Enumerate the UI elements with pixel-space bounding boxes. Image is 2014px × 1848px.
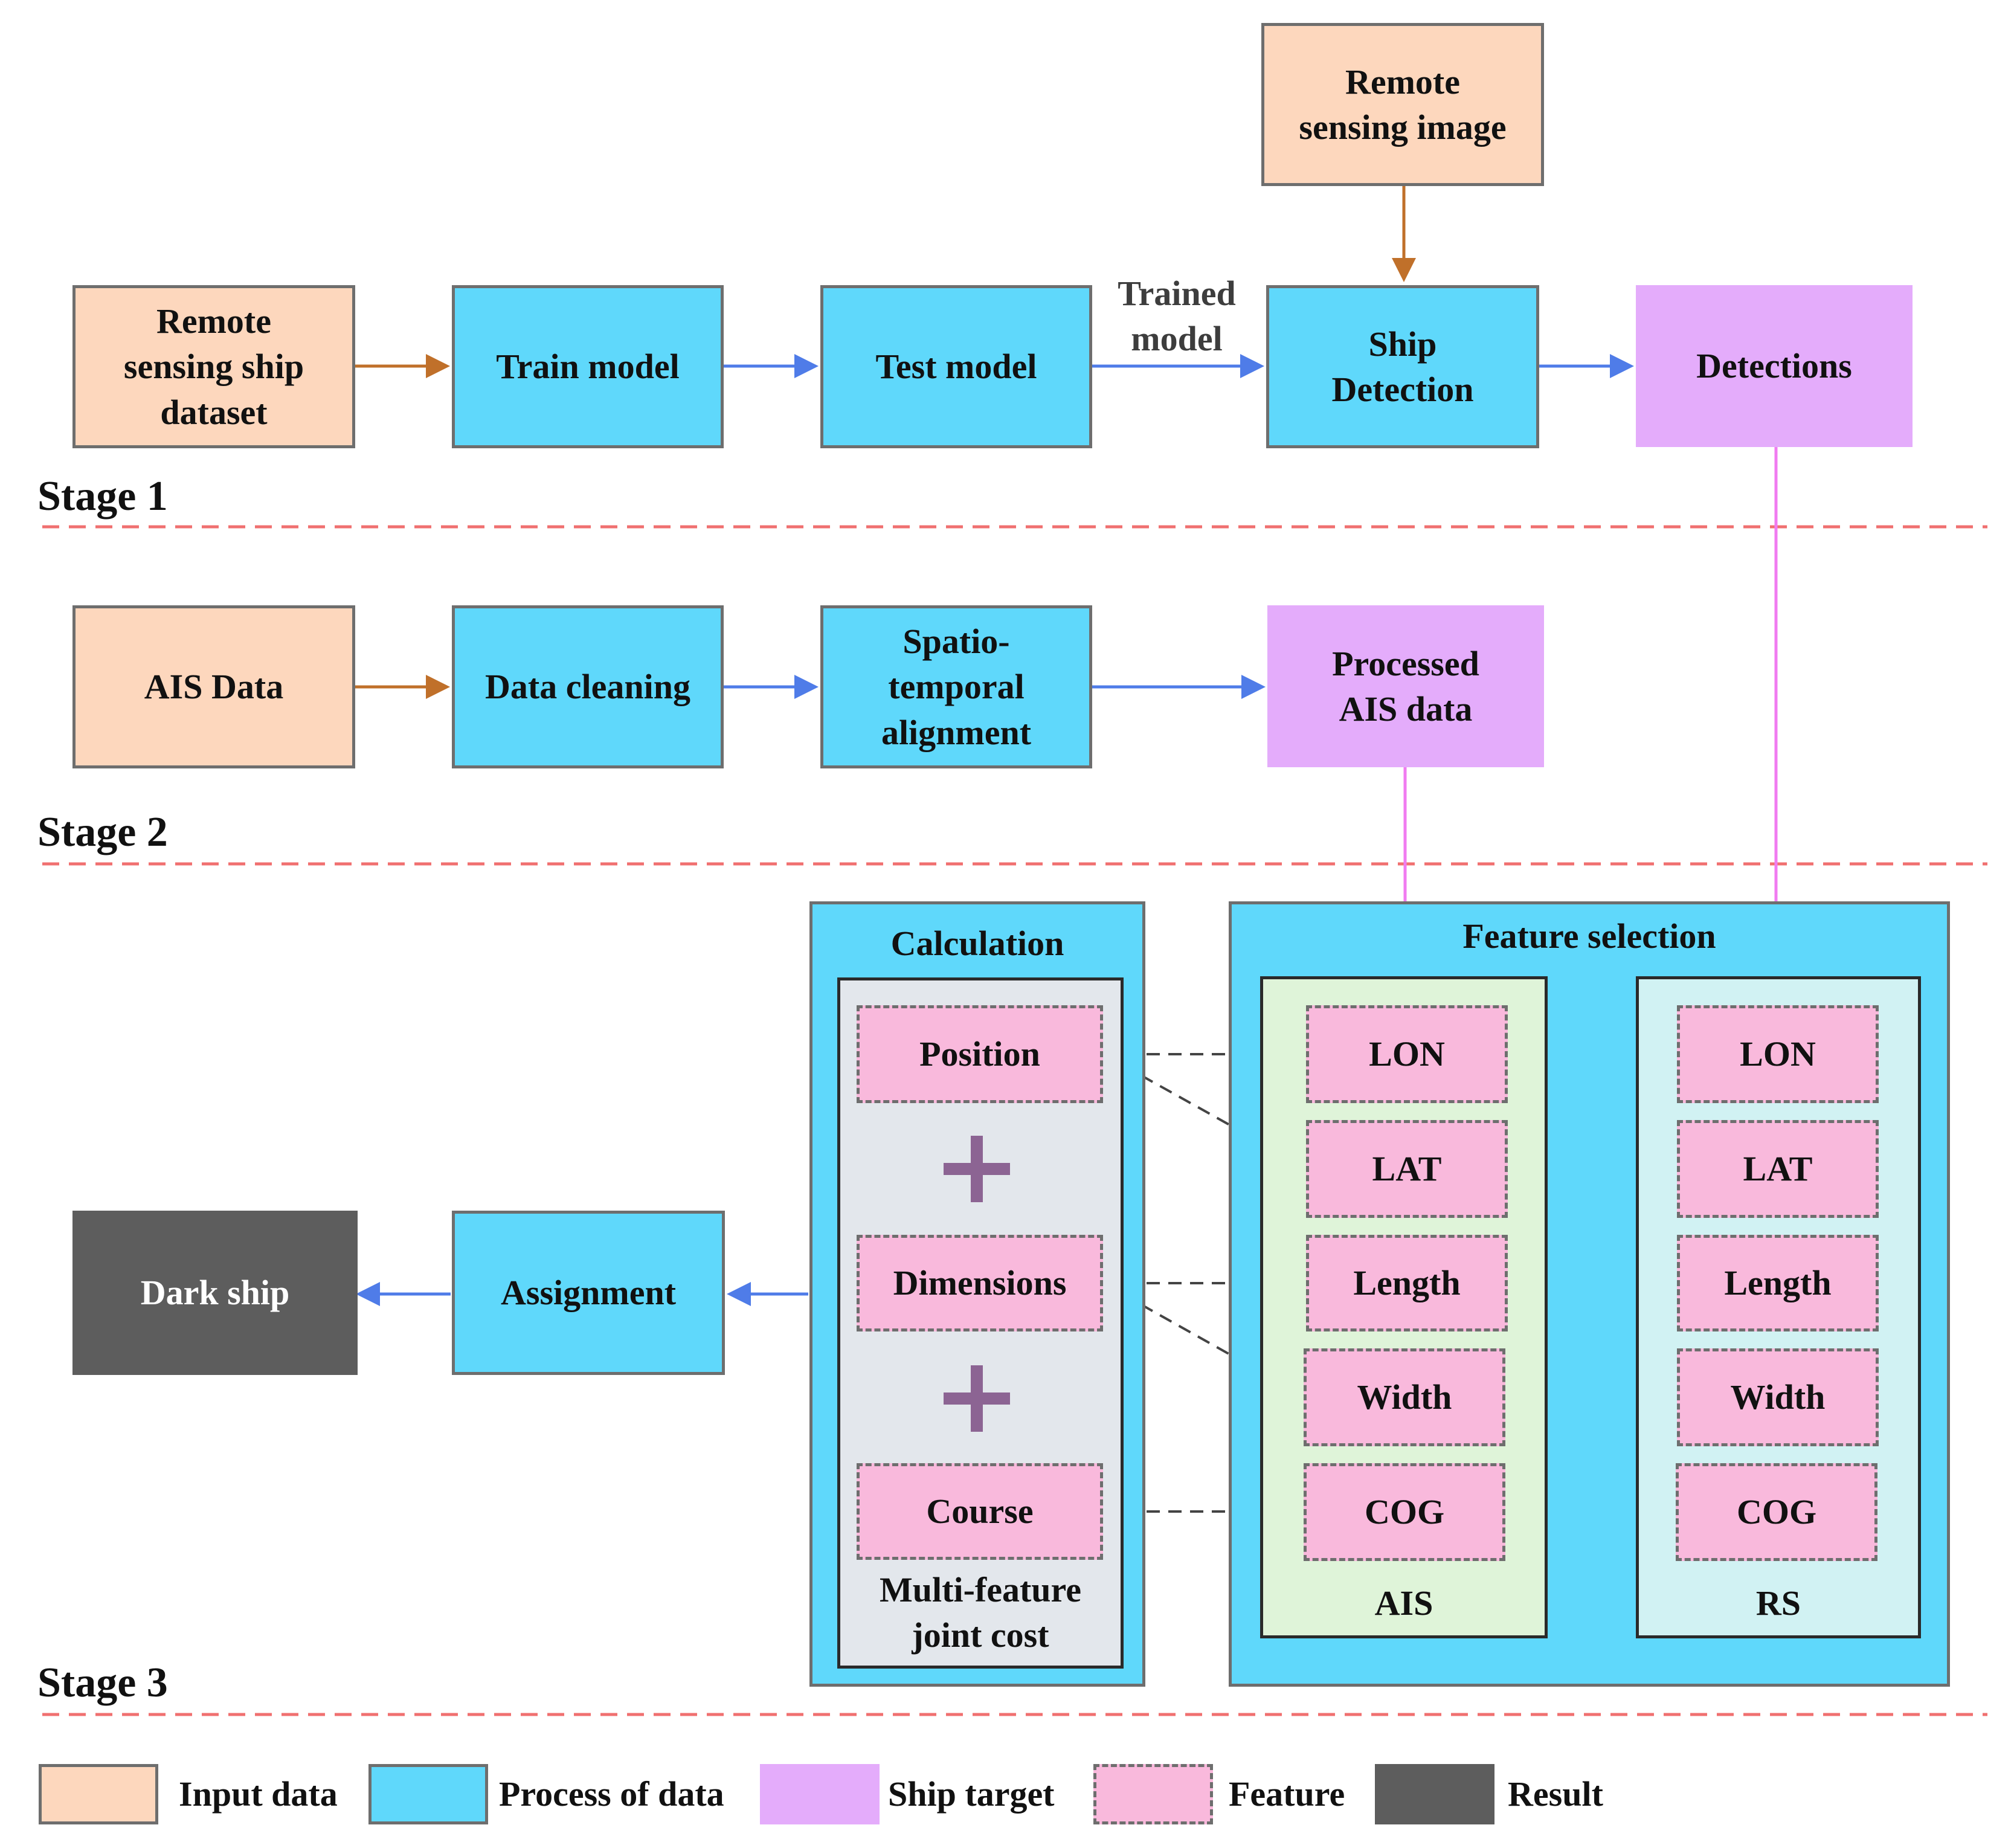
remote-sensing-image-box: Remote sensing image	[1261, 23, 1544, 186]
link-dimensions-width	[1102, 1282, 1307, 1399]
stage3-label: Stage 3	[37, 1660, 168, 1706]
detections-box: Detections	[1636, 285, 1913, 447]
ais-width-box: Width	[1304, 1348, 1505, 1446]
legend-label-process: Process of data	[499, 1774, 724, 1814]
plus-icon	[944, 1136, 1010, 1202]
ship-detection-box: Ship Detection	[1266, 285, 1539, 448]
legend-label-feature: Feature	[1229, 1774, 1345, 1814]
legend-swatch-result	[1375, 1764, 1494, 1824]
rs-cog-box: COG	[1676, 1463, 1877, 1561]
ais-lat-box: LAT	[1306, 1120, 1508, 1218]
joint-cost-caption: Multi-feature joint cost	[880, 1570, 1081, 1655]
feature-selection-title: Feature selection	[1462, 916, 1716, 956]
rs-length-box: Length	[1677, 1235, 1879, 1331]
rs-caption: RS	[1755, 1583, 1801, 1623]
remote-sensing-dataset-box: Remote sensing ship dataset	[72, 285, 355, 448]
ais-length-box: Length	[1306, 1235, 1508, 1331]
rs-lat-box: LAT	[1677, 1120, 1879, 1218]
assignment-box: Assignment	[452, 1211, 725, 1375]
ais-cog-box: COG	[1304, 1463, 1505, 1561]
cost-course-box: Course	[857, 1463, 1103, 1560]
plus-icon	[944, 1365, 1010, 1432]
data-cleaning-box: Data cleaning	[452, 605, 724, 768]
calculation-title: Calculation	[890, 924, 1064, 963]
legend-swatch-process	[368, 1764, 488, 1824]
rs-lon-box: LON	[1677, 1005, 1879, 1103]
stage2-label: Stage 2	[37, 809, 168, 855]
ais-data-box: AIS Data	[72, 605, 355, 768]
test-model-box: Test model	[820, 285, 1092, 448]
stage1-label: Stage 1	[37, 473, 168, 520]
cost-position-box: Position	[857, 1005, 1103, 1103]
spatio-temporal-alignment-box: Spatio- temporal alignment	[820, 605, 1092, 768]
ais-caption: AIS	[1374, 1583, 1433, 1623]
train-model-box: Train model	[452, 285, 724, 448]
rs-width-box: Width	[1677, 1348, 1879, 1446]
ais-lon-box: LON	[1306, 1005, 1508, 1103]
processed-ais-box: Processed AIS data	[1267, 605, 1544, 767]
cost-dimensions-box: Dimensions	[857, 1235, 1103, 1331]
legend-label-result: Result	[1508, 1774, 1603, 1814]
legend-swatch-target	[760, 1764, 880, 1824]
legend-swatch-feature	[1093, 1764, 1213, 1824]
legend-swatch-input	[39, 1764, 158, 1824]
legend-label-input: Input data	[179, 1774, 338, 1814]
trained-model-label: Trained model	[1118, 274, 1236, 359]
dark-ship-box: Dark ship	[72, 1211, 358, 1375]
legend-label-target: Ship target	[888, 1774, 1055, 1814]
